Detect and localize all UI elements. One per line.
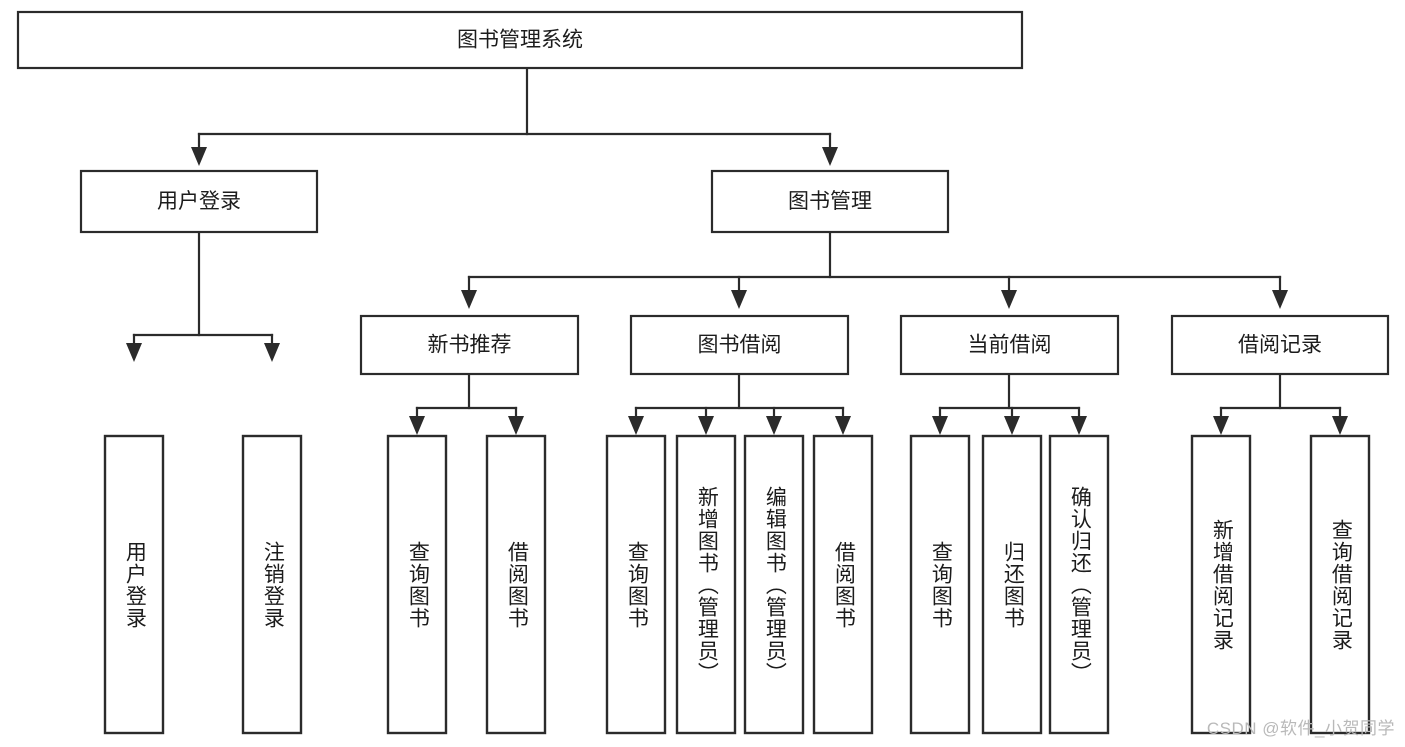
node-borrow-record[interactable]: 借阅记录 — [1170, 314, 1390, 376]
node-leaf-query-borrow-record[interactable] — [1309, 434, 1371, 735]
conn-book-manage-to-level3 — [461, 230, 1288, 309]
node-label-book-manage: 图书管理 — [788, 190, 872, 213]
conn-borrow-to-leaves — [628, 372, 851, 435]
conn-recommend-to-leaves — [409, 372, 524, 435]
node-leaf-edit-book[interactable] — [743, 434, 805, 735]
node-root[interactable]: 图书管理系统 — [16, 10, 1024, 70]
node-box-borrow-record[interactable] — [1170, 314, 1390, 376]
node-box-user-login[interactable] — [79, 169, 319, 234]
arrow-head-icon — [191, 147, 207, 166]
node-leaf-return-book[interactable] — [981, 434, 1043, 735]
arrow-head-icon — [1071, 416, 1087, 435]
arrow-head-icon — [508, 416, 524, 435]
node-book-borrow[interactable]: 图书借阅 — [629, 314, 850, 376]
arrow-head-icon — [264, 343, 280, 362]
node-leaf-borrow-book[interactable] — [812, 434, 874, 735]
node-leaf-add-book[interactable] — [675, 434, 737, 735]
arrow-head-icon — [126, 343, 142, 362]
watermark-text: CSDN @软件_小贺同学 — [1206, 719, 1395, 738]
arrow-head-icon — [1332, 416, 1348, 435]
node-label-book-borrow: 图书借阅 — [698, 334, 782, 357]
node-new-book-recommend[interactable]: 新书推荐 — [359, 314, 580, 376]
conn-root-to-level2 — [191, 66, 838, 166]
arrow-head-icon — [628, 416, 644, 435]
node-user-login[interactable]: 用户登录 — [79, 169, 319, 234]
node-leaf-borrow-book-recommend[interactable] — [485, 434, 547, 735]
node-box-leaf-add-book[interactable] — [675, 434, 737, 735]
arrow-head-icon — [822, 147, 838, 166]
node-box-leaf-query-book-current[interactable] — [909, 434, 971, 735]
node-box-leaf-user-login[interactable] — [103, 434, 165, 735]
node-label-borrow-record: 借阅记录 — [1238, 334, 1322, 357]
node-leaf-add-borrow-record[interactable] — [1190, 434, 1252, 735]
arrow-head-icon — [461, 290, 477, 309]
arrow-head-icon — [1004, 416, 1020, 435]
connector-layer — [126, 66, 1348, 435]
node-box-leaf-return-book[interactable] — [981, 434, 1043, 735]
arrow-head-icon — [698, 416, 714, 435]
arrow-head-icon — [1001, 290, 1017, 309]
arrow-head-icon — [731, 290, 747, 309]
node-leaf-query-book-borrow[interactable] — [605, 434, 667, 735]
conn-record-to-leaves — [1213, 372, 1348, 435]
node-current-borrow[interactable]: 当前借阅 — [899, 314, 1120, 376]
node-box-leaf-query-book-recommend[interactable] — [386, 434, 448, 735]
node-label-root: 图书管理系统 — [457, 29, 583, 52]
node-label-new-book-recommend: 新书推荐 — [428, 334, 512, 357]
arrow-head-icon — [1213, 416, 1229, 435]
node-box-leaf-add-borrow-record[interactable] — [1190, 434, 1252, 735]
arrow-head-icon — [766, 416, 782, 435]
node-box-book-borrow[interactable] — [629, 314, 850, 376]
arrow-head-icon — [1272, 290, 1288, 309]
node-box-leaf-edit-book[interactable] — [743, 434, 805, 735]
node-box-leaf-user-logout[interactable] — [241, 434, 303, 735]
node-label-current-borrow: 当前借阅 — [968, 334, 1052, 357]
node-label-user-login: 用户登录 — [157, 190, 241, 213]
node-box-leaf-query-borrow-record[interactable] — [1309, 434, 1371, 735]
node-box-leaf-confirm-return[interactable] — [1048, 434, 1110, 735]
node-box-root[interactable] — [16, 10, 1024, 70]
node-leaf-query-book-recommend[interactable] — [386, 434, 448, 735]
node-box-book-manage[interactable] — [710, 169, 950, 234]
conn-current-to-leaves — [932, 372, 1087, 435]
node-box-new-book-recommend[interactable] — [359, 314, 580, 376]
node-box-current-borrow[interactable] — [899, 314, 1120, 376]
node-box-leaf-borrow-book[interactable] — [812, 434, 874, 735]
node-book-manage[interactable]: 图书管理 — [710, 169, 950, 234]
node-leaf-confirm-return[interactable] — [1048, 434, 1110, 735]
conn-user-login-to-leaves — [126, 230, 280, 362]
node-leaf-query-book-current[interactable] — [909, 434, 971, 735]
arrow-head-icon — [835, 416, 851, 435]
node-box-leaf-query-book-borrow[interactable] — [605, 434, 667, 735]
node-box-leaf-borrow-book-recommend[interactable] — [485, 434, 547, 735]
node-leaf-user-login[interactable] — [103, 434, 165, 735]
arrow-head-icon — [932, 416, 948, 435]
arrow-head-icon — [409, 416, 425, 435]
node-leaf-user-logout[interactable] — [241, 434, 303, 735]
